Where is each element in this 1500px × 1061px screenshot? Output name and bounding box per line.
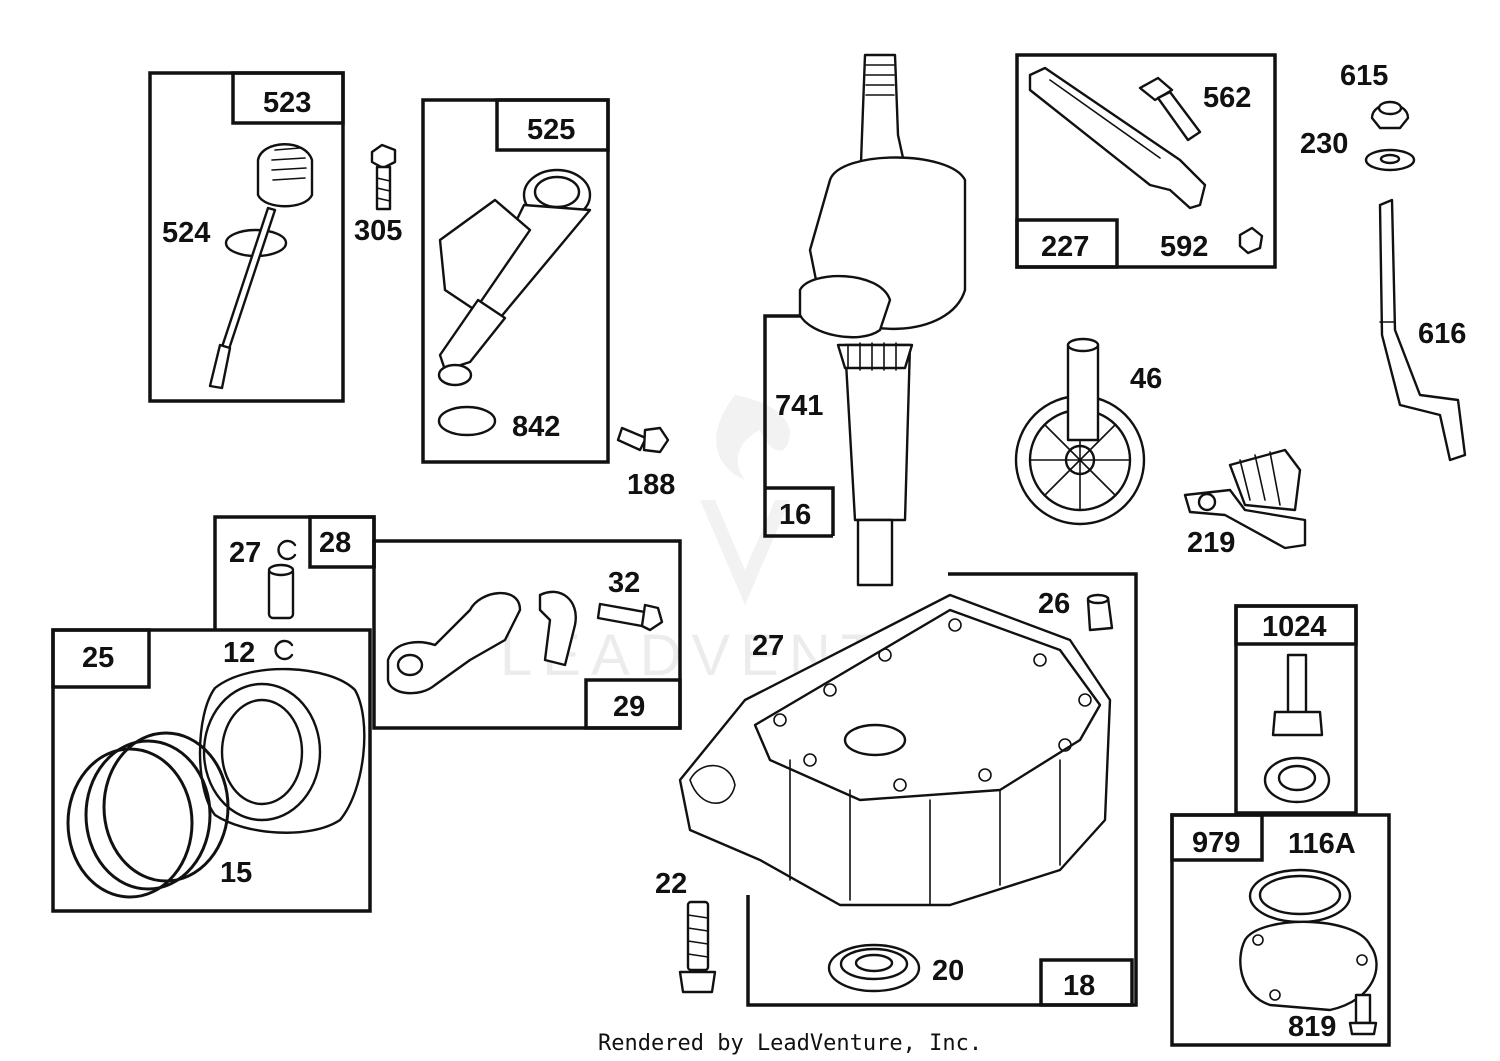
kit-label-18: 18 (1063, 970, 1095, 1002)
part-seal-615[interactable] (1370, 100, 1410, 130)
callout-562: 562 (1203, 82, 1251, 114)
part-crankcase-cover-12[interactable] (678, 593, 1112, 907)
part-oring-116A[interactable] (1248, 868, 1352, 924)
callout-305: 305 (354, 215, 402, 247)
part-washer-230[interactable] (1364, 148, 1416, 172)
callout-26: 15 (220, 857, 252, 889)
callout-616: 616 (1418, 318, 1466, 350)
callout-32: 32 (608, 567, 640, 599)
callout-27-upper: 27 (229, 537, 261, 569)
part-governor-shaft-616[interactable] (1378, 198, 1467, 462)
part-clip-27-upper[interactable] (277, 539, 297, 561)
kit-box-16[interactable]: 16 (763, 314, 835, 538)
callout-15: 26 (1038, 588, 1070, 620)
part-dipstick[interactable] (208, 143, 314, 390)
callout-116A: 116A (1288, 828, 1356, 860)
callout-741: 741 (775, 390, 823, 422)
part-oil-pump-rotor[interactable] (1263, 653, 1331, 804)
part-governor-arm[interactable] (1028, 66, 1207, 210)
callout-592: 592 (1160, 231, 1208, 263)
kit-label-523: 523 (263, 87, 311, 119)
kit-label-29: 29 (613, 691, 645, 723)
part-bolt-32[interactable] (596, 602, 664, 632)
part-piston[interactable] (198, 667, 366, 834)
callout-230: 230 (1300, 128, 1348, 160)
credit-text: Rendered by LeadVenture, Inc. (598, 1031, 982, 1056)
callout-27-lower: 12 (223, 637, 255, 669)
part-bolt-188[interactable] (616, 426, 670, 454)
part-bolt-22[interactable] (678, 900, 717, 994)
part-crankshaft[interactable] (798, 53, 967, 587)
part-clip-27-lower[interactable] (274, 639, 294, 661)
part-oil-seal-20[interactable] (827, 943, 921, 993)
part-oring-842[interactable] (437, 405, 497, 437)
part-pump-cover[interactable] (1239, 920, 1378, 1012)
callout-22: 22 (655, 868, 687, 900)
kit-box-227[interactable]: 227 (1015, 53, 1277, 269)
callout-615: 615 (1340, 60, 1388, 92)
callout-819: 819 (1288, 1011, 1336, 1043)
kit-label-227: 227 (1041, 231, 1089, 263)
kit-label-979: 979 (1192, 827, 1240, 859)
callout-12: 27 (752, 630, 784, 662)
callout-20: 20 (932, 955, 964, 987)
kit-box-523[interactable]: 523 (148, 71, 345, 403)
kit-box-25[interactable]: 25 (51, 628, 372, 913)
part-bolt-562[interactable] (1138, 76, 1202, 142)
kit-box-18[interactable]: 18 (746, 572, 1138, 1007)
kit-box-28[interactable]: 28 (213, 515, 376, 630)
callout-46: 46 (1130, 363, 1162, 395)
kit-box-979[interactable]: 979 (1170, 813, 1391, 1047)
part-oil-fill-tube[interactable] (437, 168, 592, 387)
part-piston-rings-26[interactable] (66, 731, 230, 899)
part-bolt-305[interactable] (370, 143, 397, 211)
kit-box-525[interactable]: 525 (421, 98, 610, 464)
part-governor-gear-219[interactable] (1183, 448, 1307, 550)
kit-label-16: 16 (779, 499, 811, 531)
watermark-logo (700, 395, 790, 605)
kit-box-29[interactable]: 29 (372, 539, 682, 730)
callout-188: 188 (627, 469, 675, 501)
part-connecting-rod[interactable] (386, 590, 577, 695)
part-nut-592[interactable] (1238, 226, 1264, 255)
part-piston-pin[interactable] (267, 563, 295, 620)
part-camshaft-46[interactable] (1014, 337, 1146, 526)
callout-842: 842 (512, 411, 560, 443)
callout-524: 524 (162, 217, 210, 249)
part-screw-819[interactable] (1348, 993, 1378, 1036)
kit-label-1024: 1024 (1262, 611, 1327, 643)
kit-label-28: 28 (319, 527, 351, 559)
part-plug-15[interactable] (1086, 593, 1114, 632)
kit-label-25: 25 (82, 642, 114, 674)
kit-label-525: 525 (527, 114, 575, 146)
callout-219: 219 (1187, 527, 1235, 559)
kit-box-1024[interactable]: 1024 (1234, 604, 1358, 815)
